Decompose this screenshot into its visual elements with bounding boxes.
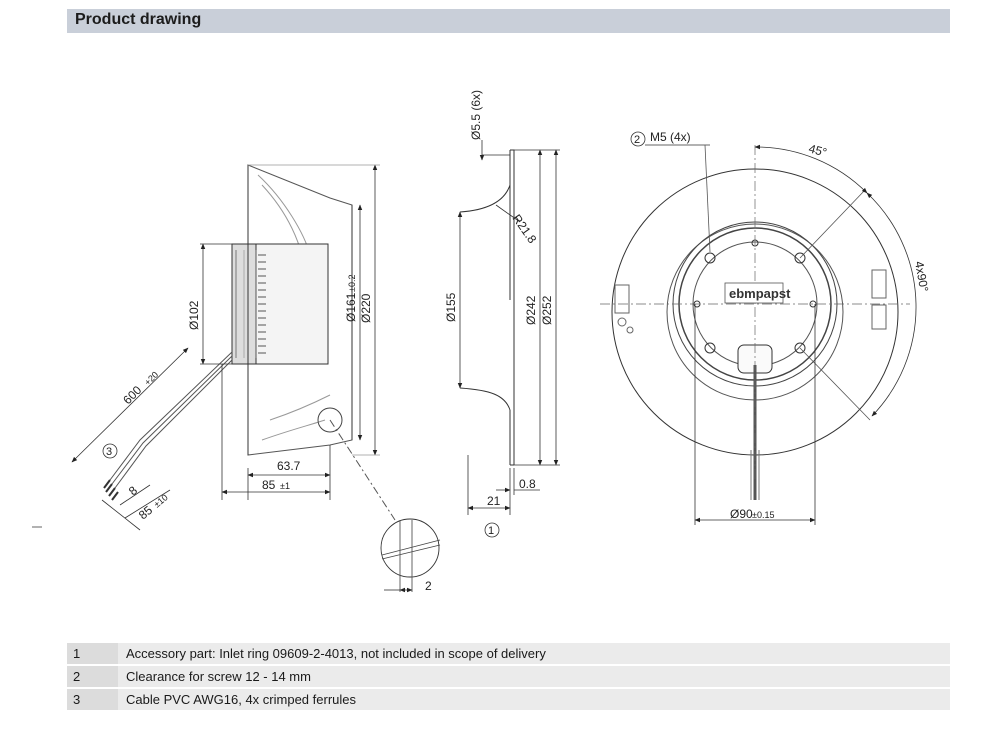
section-title: Product drawing	[75, 11, 202, 28]
product-drawing: Ø102 Ø161 ±0.2 Ø220 63.7 85 ±1 600 +20 8…	[32, 90, 931, 593]
dim-d242: Ø242	[524, 295, 538, 325]
callout-3: 3	[102, 443, 118, 459]
section-dimensions	[457, 140, 560, 515]
notes-table: 1 Accessory part: Inlet ring 09609-2-401…	[67, 643, 950, 712]
dim-detail-2: 2	[425, 579, 432, 593]
side-view	[103, 164, 396, 521]
dim-d5-5: Ø5.5 (6x)	[469, 90, 483, 140]
ring-label-left	[614, 284, 630, 314]
dim-d90-tol: ±0.15	[752, 510, 774, 520]
ring-label-right-2	[871, 304, 887, 330]
front-view-logo: ebmpapst	[724, 282, 791, 304]
note-row-3: 3 Cable PVC AWG16, 4x crimped ferrules	[67, 689, 950, 710]
dim-85b: 85	[136, 503, 155, 523]
inlet-ring-section	[459, 149, 515, 466]
dim-85b-tol: ±10	[152, 492, 170, 509]
callout-2-label: 2	[634, 134, 640, 146]
callout-3-label: 3	[106, 446, 112, 458]
side-view-dimensions	[71, 164, 380, 531]
dim-85-tol: ±1	[280, 481, 290, 491]
mount-hole-4	[794, 342, 806, 354]
note-number: 1	[67, 643, 118, 664]
dim-d90: Ø90	[730, 507, 753, 521]
cooling-fins	[258, 254, 266, 354]
note-row-1: 1 Accessory part: Inlet ring 09609-2-401…	[67, 643, 950, 664]
ring-label-right-1	[871, 269, 887, 299]
dim-cable-600-tol: +20	[142, 370, 160, 388]
dim-d161: Ø161	[344, 292, 358, 322]
dim-8: 8	[126, 483, 140, 498]
front-labels: M5 (4x) 45° 4x90° Ø90 ±0.15	[650, 130, 931, 521]
dim-d252: Ø252	[540, 295, 554, 325]
dim-0-8: 0.8	[519, 477, 536, 491]
front-view	[600, 144, 917, 500]
detail-view	[380, 518, 441, 592]
note-text: Accessory part: Inlet ring 09609-2-4013,…	[118, 643, 950, 664]
side-view-labels: Ø102 Ø161 ±0.2 Ø220 63.7 85 ±1 600 +20 8…	[120, 275, 373, 523]
dim-d155: Ø155	[444, 292, 458, 322]
inlet-ring-profile	[459, 149, 515, 465]
dim-63-7: 63.7	[277, 459, 301, 473]
dim-d102: Ø102	[187, 300, 201, 330]
note-row-2: 2 Clearance for screw 12 - 14 mm	[67, 666, 950, 687]
blade-lines	[257, 174, 331, 441]
dim-d220: Ø220	[359, 293, 373, 323]
callout-1-label: 1	[488, 525, 494, 537]
dim-4x90deg: 4x90°	[912, 260, 931, 293]
dim-m5: M5 (4x)	[650, 130, 691, 144]
front-dimensions	[645, 144, 816, 525]
note-text: Cable PVC AWG16, 4x crimped ferrules	[118, 689, 950, 710]
mount-hole-1	[704, 252, 716, 264]
cable	[109, 351, 233, 489]
section-header: Product drawing	[67, 9, 950, 33]
note-text: Clearance for screw 12 - 14 mm	[118, 666, 950, 687]
detail-circle-small	[317, 407, 343, 433]
callout-1: 1	[484, 522, 500, 538]
callout-2: 2	[630, 131, 646, 147]
note-number: 2	[67, 666, 118, 687]
dim-d161-tol: ±0.2	[347, 275, 357, 292]
mount-hole-3	[704, 342, 716, 354]
dim-45deg: 45°	[807, 141, 828, 159]
section-labels: Ø5.5 (6x) R21.8 Ø155 Ø242 Ø252 21 0.8	[444, 90, 554, 508]
brand-logo: ebmpapst	[729, 286, 791, 301]
note-number: 3	[67, 689, 118, 710]
mount-hole-2	[794, 252, 806, 264]
dim-85: 85	[262, 478, 276, 492]
dim-cable-600: 600	[120, 383, 144, 407]
dim-21: 21	[487, 494, 501, 508]
